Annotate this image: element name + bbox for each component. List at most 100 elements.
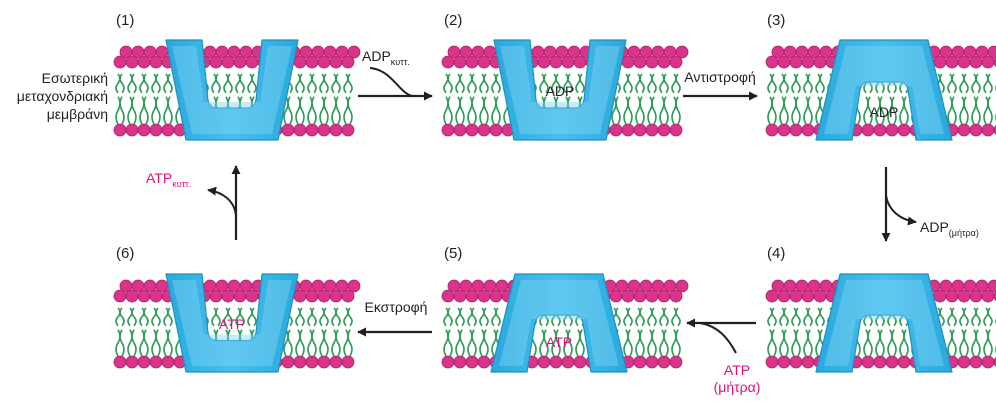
lipid-tail (795, 96, 801, 125)
lipid-tail (771, 73, 777, 94)
lipid-tail (215, 73, 221, 94)
lipid-head (609, 289, 623, 303)
lipid-tail (127, 96, 133, 125)
label-atp-matrix-line-1: ATP (724, 362, 750, 378)
lipid-tail (227, 73, 233, 94)
lipid-head (305, 289, 319, 303)
lipid-head (341, 355, 355, 369)
label-atp-cytosolic: ATPκυττ. (146, 170, 191, 189)
carrier-highlight (824, 280, 944, 366)
lipid-tail (815, 73, 821, 94)
lipid-tail (947, 329, 953, 357)
lipid-tail (227, 307, 233, 327)
lipid-tail (491, 73, 497, 94)
lipid-tail (119, 73, 125, 94)
lipid-tail (335, 329, 341, 357)
lipid-tail (247, 73, 253, 94)
lipid-tail (479, 329, 485, 357)
lipid-tail (223, 73, 229, 94)
lipid-tail (483, 73, 489, 94)
lipid-tail (647, 329, 653, 357)
lipid-head (657, 289, 671, 303)
lipid-head (113, 55, 127, 69)
lipid-tail (899, 96, 905, 125)
lipid-tail (235, 73, 241, 94)
lipid-tail (651, 96, 657, 125)
lipid-head (669, 289, 683, 303)
lipid-tail (779, 96, 785, 125)
lipid-head (125, 55, 139, 69)
lipid-tail (575, 329, 581, 357)
lipid-head (329, 55, 343, 69)
lipid-tail (115, 307, 121, 327)
lipid-tail (963, 96, 969, 125)
lipid-head (633, 55, 647, 69)
lipid-tail (319, 329, 325, 357)
lipid-tail (163, 73, 169, 94)
lipid-tail (543, 73, 549, 94)
lipid-head (981, 123, 995, 137)
lipid-head (537, 55, 551, 69)
lipid-tail (795, 307, 801, 327)
lipid-tail (335, 307, 341, 327)
lipid-tail (899, 329, 905, 357)
lipid-head (293, 123, 307, 137)
lipid-head (489, 289, 503, 303)
lipid-head (137, 289, 151, 303)
lipid-tail (663, 307, 669, 327)
lipid-tail (663, 96, 669, 125)
lipid-tail (575, 73, 581, 94)
lipid-tail (483, 329, 489, 357)
carrier-protein-state-2 (493, 39, 627, 141)
lipid-tail (627, 329, 633, 357)
lipid-tail (143, 329, 149, 357)
lipid-tail (635, 73, 641, 94)
lipid-tail (479, 307, 485, 327)
state-number-6: (6) (116, 245, 134, 262)
lipid-tail (151, 329, 157, 357)
lipid-tail (295, 307, 301, 327)
lipid-head (537, 355, 551, 369)
lipid-tail (447, 96, 453, 125)
lipid-tail (115, 96, 121, 125)
lipid-tail (983, 329, 989, 357)
lipid-head (465, 55, 479, 69)
lipid-head (645, 355, 659, 369)
lipid-tail (347, 329, 353, 357)
lipid-tail (675, 329, 681, 357)
lipid-tail (903, 329, 909, 357)
lipid-tail (771, 96, 777, 125)
lipid-tail (455, 329, 461, 357)
lipid-tail (247, 307, 253, 327)
lipid-tail (331, 73, 337, 94)
lipid-head (645, 55, 659, 69)
lipid-tail (455, 307, 461, 327)
lipid-head (453, 123, 467, 137)
lipid-tail (951, 73, 957, 94)
lipid-tail (987, 329, 993, 357)
lipid-tail (115, 73, 121, 94)
lipid-head (347, 279, 361, 293)
label-eversion: Εκστροφή (365, 299, 428, 315)
lipid-tail (155, 329, 161, 357)
lipid-head (657, 123, 671, 137)
lipid-head (233, 289, 247, 303)
lipid-tail (779, 329, 785, 357)
lipid-tail (615, 307, 621, 327)
lipid-tail (443, 329, 449, 357)
lipid-tail (115, 329, 121, 357)
lipid-tail (803, 73, 809, 94)
carrier-protein-state-5 (490, 273, 628, 373)
lipid-head (765, 55, 779, 69)
arrow-adp-exit-curve (885, 194, 917, 226)
carrier-body (815, 273, 953, 373)
lipid-head (137, 55, 151, 69)
lipid-tail (651, 307, 657, 327)
arrow-atp-exit-curve (207, 186, 237, 216)
lipid-head (293, 55, 307, 69)
lipid-tail (151, 307, 157, 327)
bound-label-state-3: ADP (870, 104, 899, 120)
lipid-tail (539, 73, 545, 94)
lipid-tail (635, 307, 641, 327)
lipid-tail (335, 96, 341, 125)
